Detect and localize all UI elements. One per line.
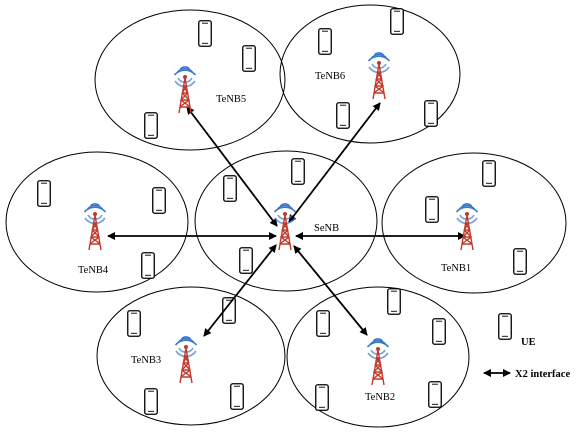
legend-x2-label: X2 interface xyxy=(515,369,570,380)
cell-tower-icon xyxy=(173,66,197,114)
x2-links xyxy=(107,102,466,337)
mobile-phone-icon xyxy=(223,175,237,202)
cell-tower-icon xyxy=(366,338,390,386)
mobile-phone-icon xyxy=(141,252,155,279)
label-tenb4: TeNB4 xyxy=(78,265,109,276)
cell-boundary xyxy=(286,286,470,428)
mobile-phone-icon xyxy=(127,310,141,337)
mobile-phone-icon xyxy=(315,384,329,411)
label-senb: SeNB xyxy=(314,223,339,234)
cell-tower-icon xyxy=(273,203,297,251)
mobile-phone-icon xyxy=(37,180,51,207)
cell-tower-icon xyxy=(83,203,107,251)
x2-link-tenb6 xyxy=(288,102,381,223)
label-tenb1: TeNB1 xyxy=(441,263,471,274)
mobile-phone-icon xyxy=(239,247,253,274)
mobile-phone-icon xyxy=(390,8,404,35)
mobile-phone-icon xyxy=(316,310,330,337)
mobile-phone-icon xyxy=(432,318,446,345)
mobile-phone-icon xyxy=(144,112,158,139)
ue-devices xyxy=(37,8,527,415)
mobile-phone-icon xyxy=(318,28,332,55)
mobile-phone-icon xyxy=(336,102,350,129)
x2-link-tenb5 xyxy=(186,106,278,227)
mobile-phone-icon xyxy=(387,288,401,315)
mobile-phone-icon xyxy=(152,187,166,214)
mobile-phone-icon xyxy=(498,313,512,340)
label-tenb2: TeNB2 xyxy=(365,392,395,403)
legend: UE X2 interface xyxy=(483,313,570,380)
mobile-phone-icon xyxy=(482,160,496,187)
label-tenb3: TeNB3 xyxy=(131,355,161,366)
mobile-phone-icon xyxy=(230,383,244,410)
cell-tenb1 xyxy=(381,152,567,294)
mobile-phone-icon xyxy=(144,388,158,415)
label-tenb6: TeNB6 xyxy=(315,71,345,82)
cell-tower-icon xyxy=(455,203,479,251)
cell-tower-icon xyxy=(174,336,198,384)
cell-boundary xyxy=(381,152,567,294)
cell-boundary xyxy=(96,286,286,426)
cell-labels: TeNB5 TeNB6 TeNB4 SeNB TeNB1 TeNB3 TeNB2 xyxy=(78,71,471,403)
mobile-phone-icon xyxy=(291,158,305,185)
label-tenb5: TeNB5 xyxy=(216,94,246,105)
mobile-phone-icon xyxy=(425,196,439,223)
mobile-phone-icon xyxy=(428,381,442,408)
mobile-phone-icon xyxy=(198,20,212,47)
mobile-phone-icon xyxy=(424,100,438,127)
mobile-phone-icon xyxy=(242,45,256,72)
legend-ue-label: UE xyxy=(521,337,536,348)
cell-tower-icon xyxy=(367,52,391,100)
x2-link-tenb3 xyxy=(203,244,277,337)
mobile-phone-icon xyxy=(513,248,527,275)
cell-tenb3 xyxy=(96,286,286,426)
cell-tenb2 xyxy=(286,286,470,428)
x2-link-tenb2 xyxy=(293,245,368,336)
